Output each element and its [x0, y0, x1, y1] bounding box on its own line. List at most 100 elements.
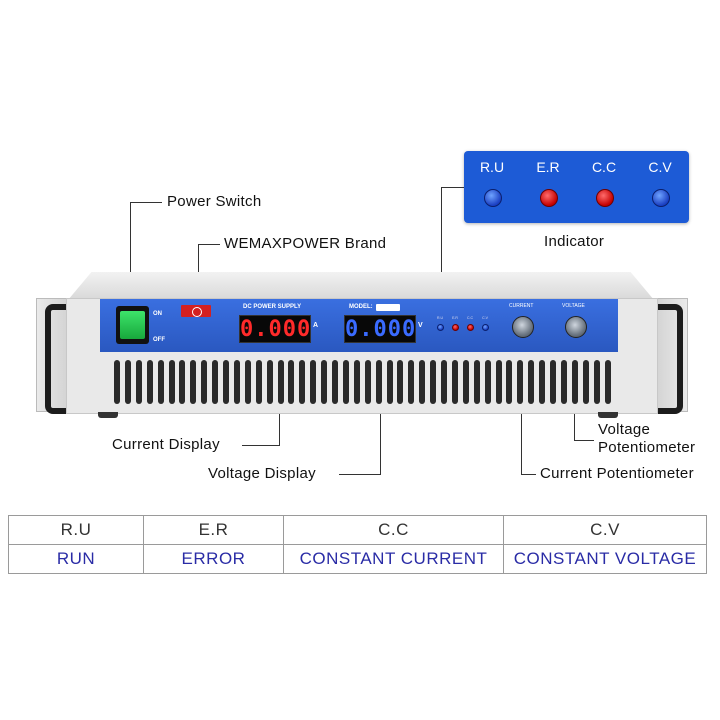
power-switch-leader-h: [130, 202, 162, 203]
product-label: DC POWER SUPPLY: [243, 304, 302, 310]
legend-value-ru: RUN: [8, 544, 144, 574]
vent-slot: [353, 360, 360, 404]
legend-header-cv: C.V: [503, 515, 707, 545]
brand-callout: WEMAXPOWER Brand: [224, 235, 387, 252]
indicator-ru-led: [484, 189, 502, 207]
indicator-leader-v: [441, 187, 442, 315]
panel-led-ru-label: R.U: [436, 316, 444, 320]
vent-slot: [146, 360, 153, 404]
vent-slot: [288, 360, 295, 404]
vent-slot: [168, 360, 175, 404]
voltage-pot-leader-h: [574, 440, 594, 441]
switch-off-label: OFF: [153, 337, 165, 343]
vent-slot: [277, 360, 284, 404]
vent-slot: [299, 360, 306, 404]
vent-slot: [310, 360, 317, 404]
rack-ear-right: [647, 298, 688, 414]
vent-slot: [124, 360, 131, 404]
power-switch-callout: Power Switch: [167, 193, 262, 210]
vent-slot: [255, 360, 262, 404]
vent-slot: [560, 360, 567, 404]
vent-slot: [157, 360, 164, 404]
legend-header-cc: C.C: [283, 515, 504, 545]
panel-led-cc: [467, 324, 474, 331]
model-plate: [376, 304, 400, 311]
brand-logo: [181, 305, 211, 317]
legend-header-ru: R.U: [8, 515, 144, 545]
indicator-er-led: [540, 189, 558, 207]
legend-value-row: RUN ERROR CONSTANT CURRENT CONSTANT VOLT…: [8, 544, 707, 574]
voltage-display-value: 0.000: [345, 317, 417, 342]
foot-right: [598, 412, 618, 418]
voltage-pot-callout-line2: Potentiometer: [598, 439, 696, 456]
power-switch-rocker[interactable]: [120, 311, 145, 339]
current-knob-label: CURRENT: [509, 303, 534, 309]
legend-value-er: ERROR: [143, 544, 284, 574]
vent-slot: [397, 360, 404, 404]
vent-slot: [484, 360, 491, 404]
vent-slot: [364, 360, 371, 404]
chassis-top-cover: [68, 272, 654, 300]
vent-slot: [473, 360, 480, 404]
indicator-panel-inset: R.U E.R C.C C.V: [464, 151, 689, 223]
indicator-cv-led: [652, 189, 670, 207]
vent-slot: [386, 360, 393, 404]
panel-led-cc-label: C.C: [466, 316, 474, 320]
brand-leader-h: [198, 244, 220, 245]
vent-slot: [266, 360, 273, 404]
current-potentiometer-knob[interactable]: [512, 316, 534, 338]
vent-slot: [462, 360, 469, 404]
indicator-cv: C.V: [640, 159, 680, 207]
vent-slot: [321, 360, 328, 404]
panel-led-cv-label: C.V: [482, 316, 488, 320]
vent-slot: [582, 360, 589, 404]
vent-slot: [539, 360, 546, 404]
vent-slot: [212, 360, 219, 404]
indicator-cv-label: C.V: [648, 159, 672, 175]
voltage-potentiometer-knob[interactable]: [565, 316, 587, 338]
vent-slot: [244, 360, 251, 404]
vent-slot: [408, 360, 415, 404]
indicator-cc-led: [596, 189, 614, 207]
indicator-leader-h: [441, 187, 464, 188]
vent-slot: [571, 360, 578, 404]
voltage-display-callout: Voltage Display: [208, 465, 316, 482]
panel-led-ru: [437, 324, 444, 331]
indicator-cc-label: C.C: [591, 159, 617, 175]
vent-slot: [550, 360, 556, 404]
indicator-er-label: E.R: [536, 159, 560, 175]
vent-slot: [451, 360, 458, 404]
indicator-er: E.R: [528, 159, 568, 207]
panel-led-er: [452, 324, 459, 331]
legend-value-cc: CONSTANT CURRENT: [283, 544, 504, 574]
voltage-knob-label: VOLTAGE: [562, 303, 585, 309]
model-label: MODEL:: [349, 304, 373, 310]
vent-slot: [190, 360, 197, 404]
current-display-value: 0.000: [240, 317, 312, 342]
indicator-ru-label: R.U: [479, 159, 505, 175]
vent-slot: [604, 360, 611, 404]
indicator-legend-table: R.U E.R C.C C.V RUN ERROR CONSTANT CURRE…: [8, 515, 707, 574]
vent-slot: [223, 360, 229, 404]
brand-logo-mark: [192, 307, 202, 317]
indicator-cc: C.C: [584, 159, 624, 207]
vent-slot: [342, 360, 349, 404]
voltage-unit: V: [418, 322, 423, 329]
voltage-pot-callout-line1: Voltage: [598, 421, 651, 438]
ventilation-grille: [100, 352, 618, 408]
vent-slot: [419, 360, 426, 404]
vent-slot: [430, 360, 437, 404]
vent-slot: [332, 360, 338, 404]
current-display-leader-h: [242, 445, 280, 446]
panel-led-er-label: E.R: [452, 316, 458, 320]
current-pot-callout: Current Potentiometer: [540, 465, 694, 482]
legend-header-row: R.U E.R C.C C.V: [8, 515, 707, 545]
current-pot-leader-h: [521, 474, 536, 475]
vent-slot: [528, 360, 535, 404]
power-switch[interactable]: [116, 306, 149, 344]
legend-header-er: E.R: [143, 515, 284, 545]
vent-slot: [375, 360, 382, 404]
vent-slot: [593, 360, 600, 404]
vent-slot: [517, 360, 524, 404]
voltage-pot-callout: Voltage Potentiometer: [598, 421, 695, 457]
